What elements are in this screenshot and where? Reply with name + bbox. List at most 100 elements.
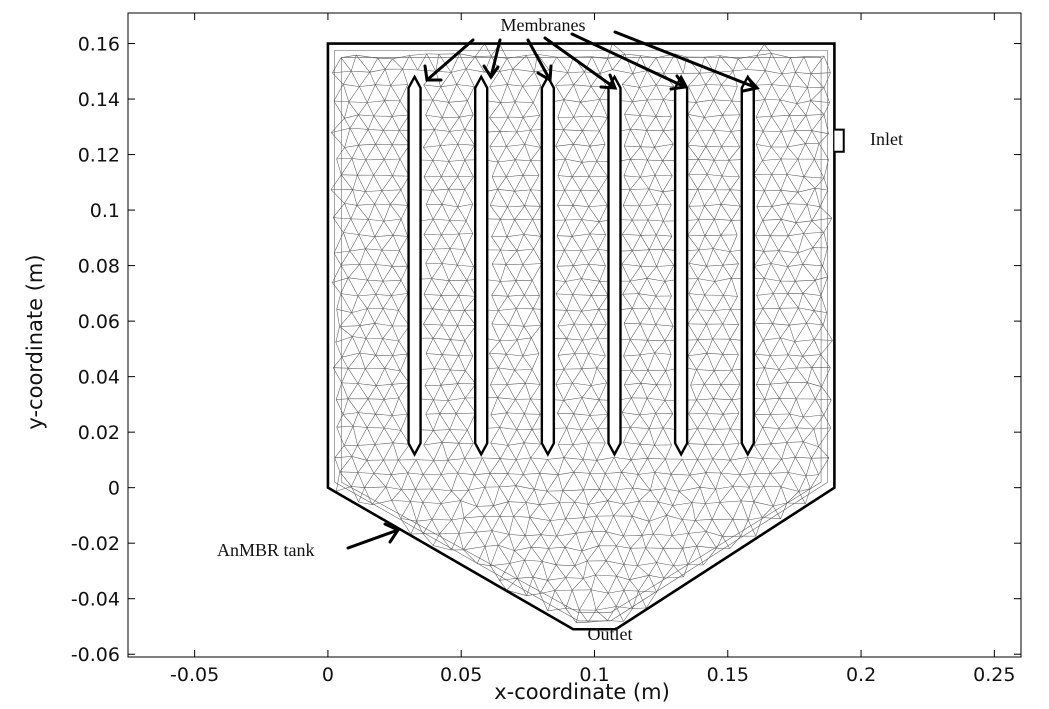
mesh-edge: [780, 486, 788, 503]
mesh-edge: [423, 129, 435, 148]
mesh-edge: [530, 457, 540, 474]
mesh-edge: [565, 278, 582, 282]
mesh-edge: [573, 84, 581, 103]
mesh-edge: [334, 457, 341, 472]
mesh-edge: [459, 100, 468, 118]
mesh-edge: [632, 308, 641, 324]
mesh-edge: [781, 486, 799, 492]
mesh-edge: [704, 117, 715, 131]
mesh-edge: [622, 189, 631, 206]
mesh-edge: [352, 336, 367, 339]
mesh-edge: [640, 159, 648, 178]
mesh-edge: [706, 264, 723, 267]
mesh-edge: [434, 129, 450, 132]
mesh-edge: [415, 489, 424, 503]
mesh-edge: [474, 457, 483, 475]
mesh-edge: [367, 385, 377, 399]
mesh-edge: [706, 266, 716, 282]
mesh-edge: [640, 146, 648, 161]
mesh-edge: [460, 500, 465, 518]
mesh-edge: [721, 160, 730, 177]
mesh-edge: [410, 489, 416, 502]
mesh-edge: [639, 354, 649, 371]
mesh-edge: [440, 72, 452, 87]
mesh-edge: [596, 442, 606, 461]
mesh-edge: [336, 309, 340, 327]
mesh-edge: [769, 473, 782, 488]
mesh-edge: [514, 144, 525, 160]
mesh-edge: [649, 249, 657, 267]
membrane-outline: [673, 74, 689, 457]
mesh-edge: [772, 486, 782, 507]
mesh-edge: [802, 247, 814, 265]
mesh-edge: [722, 175, 740, 178]
mesh-edge: [514, 219, 525, 235]
mesh-edge: [807, 87, 811, 101]
mesh-edge: [790, 57, 796, 73]
mesh-edge: [507, 429, 518, 446]
mesh-edge: [562, 472, 575, 491]
mesh-edge: [357, 383, 369, 399]
mesh-edge: [616, 545, 625, 565]
mesh-edge: [582, 115, 592, 131]
mesh-edge: [581, 295, 592, 312]
mesh-edge: [541, 561, 548, 581]
mesh-edge: [674, 53, 687, 58]
mesh-edge: [573, 472, 584, 490]
mesh-edge: [807, 73, 812, 88]
mesh-edge: [583, 504, 589, 518]
mesh-edge: [347, 368, 359, 384]
mesh-edge: [654, 472, 666, 489]
mesh-edge: [508, 501, 527, 503]
mesh-edge: [762, 323, 773, 341]
mesh-edge: [343, 412, 359, 415]
mesh-edge: [359, 308, 368, 326]
mesh-edge: [447, 400, 457, 414]
mesh-edge: [599, 130, 606, 145]
mesh-edge: [433, 545, 452, 551]
mesh-edge: [697, 278, 705, 296]
mesh-edge: [531, 325, 542, 338]
mesh-edge: [639, 340, 648, 356]
mesh-edge: [340, 264, 360, 266]
mesh-edge: [475, 516, 485, 533]
mesh-edge: [798, 293, 804, 308]
mesh-edge: [555, 85, 565, 100]
mesh-edge: [586, 560, 596, 576]
mesh-edge: [665, 488, 680, 492]
mesh-edge: [789, 72, 796, 87]
mesh-edge: [580, 99, 600, 103]
mesh-edge: [392, 158, 401, 176]
mesh-edge: [507, 473, 524, 475]
mesh-edge: [523, 473, 540, 475]
mesh-edge: [805, 115, 813, 131]
mesh-edge: [440, 131, 450, 146]
mesh-edge: [423, 160, 434, 178]
mesh-edge: [589, 399, 600, 416]
mesh-edge: [803, 220, 813, 234]
mesh-edge: [648, 562, 657, 576]
mesh-edge: [624, 382, 641, 386]
mesh-edge: [334, 456, 352, 459]
mesh-edge: [499, 131, 517, 133]
mesh-edge: [367, 398, 376, 415]
mesh-edge: [449, 131, 459, 145]
mesh-edge: [637, 458, 648, 475]
mesh-edge: [720, 220, 732, 236]
mesh-edge: [689, 472, 706, 476]
mesh-edge: [802, 416, 815, 430]
mesh-edge: [506, 219, 515, 237]
mesh-edge: [357, 472, 365, 488]
mesh-edge: [385, 486, 392, 501]
mesh-edge: [422, 502, 433, 520]
mesh-edge: [563, 397, 583, 401]
mesh-edge: [598, 531, 607, 546]
mesh-edge: [616, 545, 631, 549]
mesh-edge: [465, 68, 485, 73]
mesh-edge: [440, 84, 457, 88]
mesh-edge: [499, 131, 507, 147]
mesh-edge: [806, 188, 816, 205]
mesh-edge: [713, 130, 722, 147]
mesh-edge: [623, 442, 640, 445]
mesh-edge: [624, 323, 641, 325]
